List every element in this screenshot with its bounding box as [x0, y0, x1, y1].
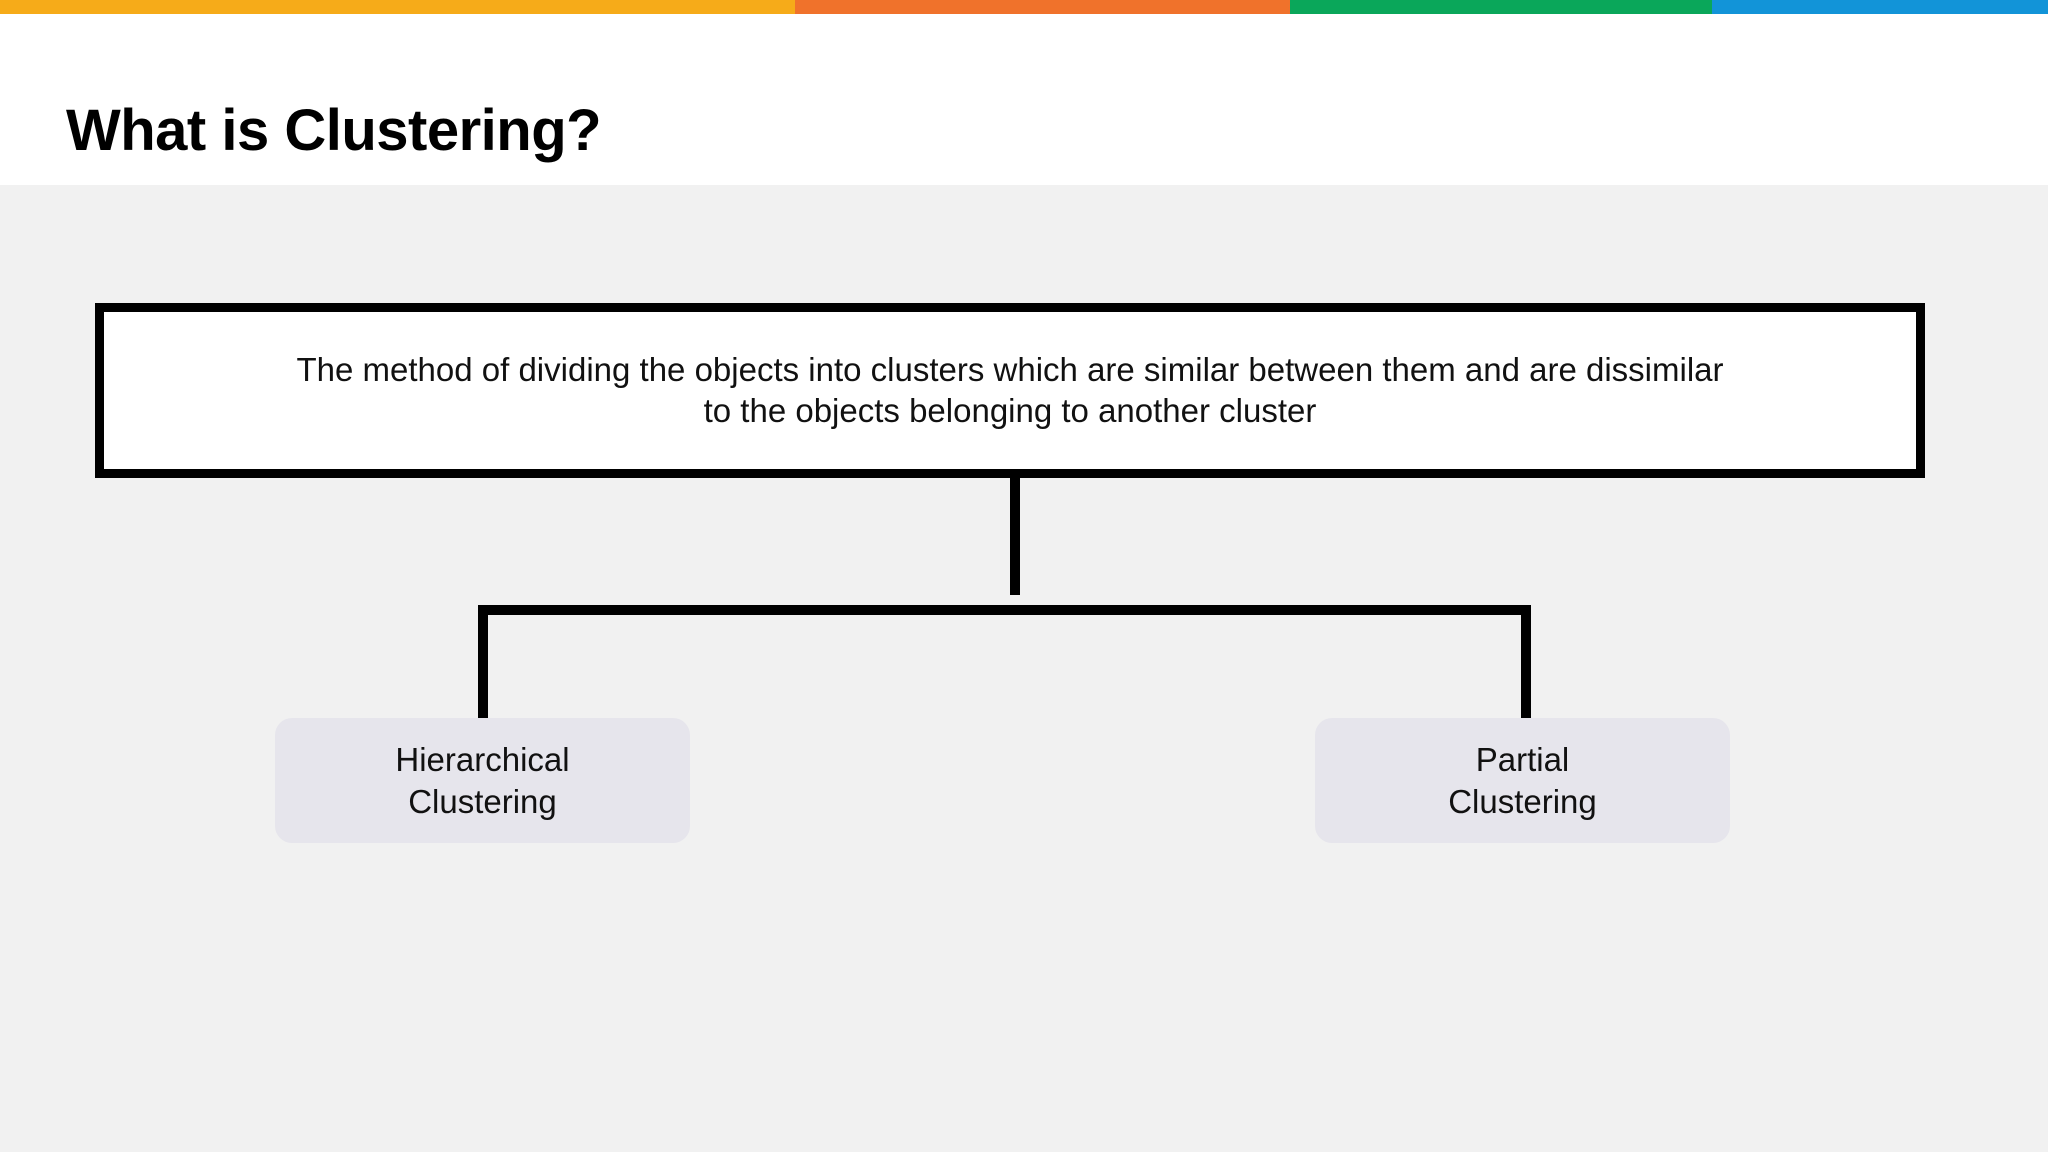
definition-text: The method of dividing the objects into … [296, 351, 1724, 429]
page-title: What is Clustering? [66, 98, 602, 163]
accent-segment-green [1290, 0, 1712, 14]
connector-stem [1010, 478, 1020, 595]
node-partial-clustering[interactable]: Partial Clustering [1315, 718, 1730, 843]
node-hierarchical-clustering-label: Hierarchical Clustering [395, 741, 570, 820]
accent-segment-blue [1712, 0, 2048, 14]
connector-drop-right [1521, 605, 1531, 718]
slide-header: What is Clustering? [0, 14, 2048, 185]
accent-segment-orange [795, 0, 1290, 14]
definition-box: The method of dividing the objects into … [95, 303, 1925, 478]
node-hierarchical-clustering[interactable]: Hierarchical Clustering [275, 718, 690, 843]
slide-body: The method of dividing the objects into … [0, 185, 2048, 1152]
connector-drop-left [478, 605, 488, 718]
accent-color-bar [0, 0, 2048, 14]
accent-segment-yellow [0, 0, 795, 14]
node-partial-clustering-label: Partial Clustering [1448, 741, 1597, 820]
connector-horizontal-bar [478, 605, 1531, 615]
